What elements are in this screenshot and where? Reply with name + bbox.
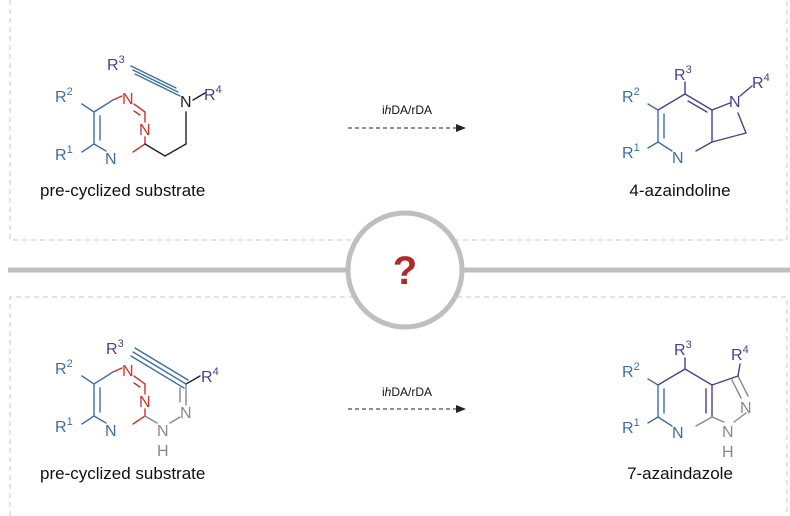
svg-text:N: N	[122, 363, 134, 380]
svg-text:R3: R3	[674, 64, 692, 84]
svg-text:R4: R4	[752, 72, 770, 92]
svg-text:N: N	[105, 151, 117, 168]
svg-text:R3: R3	[674, 339, 692, 359]
svg-text:R4: R4	[731, 344, 749, 364]
svg-text:H: H	[722, 444, 734, 461]
top-substrate: N N N N R3 R4 R2 R1	[55, 54, 222, 168]
svg-text:N: N	[122, 91, 134, 108]
top-substrate-caption: pre-cyclized substrate	[40, 181, 205, 200]
bottom-substrate: N N N N H N R3 R4 R2 R1	[55, 338, 219, 460]
svg-text:R2: R2	[55, 358, 73, 378]
bottom-product: N N H N R3 R4 R2 R1	[622, 339, 752, 461]
top-panel-frame	[9, 0, 788, 241]
svg-text:R2: R2	[622, 86, 640, 106]
svg-text:N: N	[180, 405, 192, 422]
svg-text:N: N	[740, 400, 752, 417]
svg-text:N: N	[139, 394, 151, 411]
bottom-substrate-caption: pre-cyclized substrate	[40, 464, 205, 483]
svg-text:N: N	[180, 94, 192, 111]
bottom-arrowhead	[456, 405, 466, 413]
top-arrowhead	[456, 124, 466, 132]
svg-text:R1: R1	[55, 144, 73, 164]
svg-text:N: N	[722, 424, 734, 441]
svg-text:N: N	[672, 425, 684, 442]
svg-text:R3: R3	[106, 338, 124, 358]
svg-text:N: N	[729, 94, 741, 111]
svg-text:H: H	[157, 443, 169, 460]
svg-text:R3: R3	[107, 54, 125, 74]
svg-text:N: N	[105, 423, 117, 440]
top-product: N N R3 R4 R2 R1	[622, 64, 770, 167]
svg-text:N: N	[157, 423, 169, 440]
bottom-panel-frame	[9, 296, 788, 516]
question-circle	[345, 210, 465, 330]
svg-text:N: N	[139, 122, 151, 139]
top-product-caption: 4-azaindoline	[629, 181, 730, 200]
svg-text:R4: R4	[201, 366, 219, 386]
svg-text:N: N	[672, 150, 684, 167]
svg-text:R1: R1	[622, 417, 640, 437]
svg-text:R2: R2	[622, 361, 640, 381]
svg-text:R2: R2	[55, 86, 73, 106]
svg-text:R4: R4	[204, 84, 222, 104]
top-conditions: ihDA/rDA	[382, 103, 432, 117]
question-mark: ?	[393, 249, 417, 293]
svg-text:R1: R1	[622, 142, 640, 162]
bottom-conditions: ihDA/rDA	[382, 385, 432, 399]
bottom-product-caption: 7-azaindazole	[627, 464, 733, 483]
svg-text:R1: R1	[55, 416, 73, 436]
